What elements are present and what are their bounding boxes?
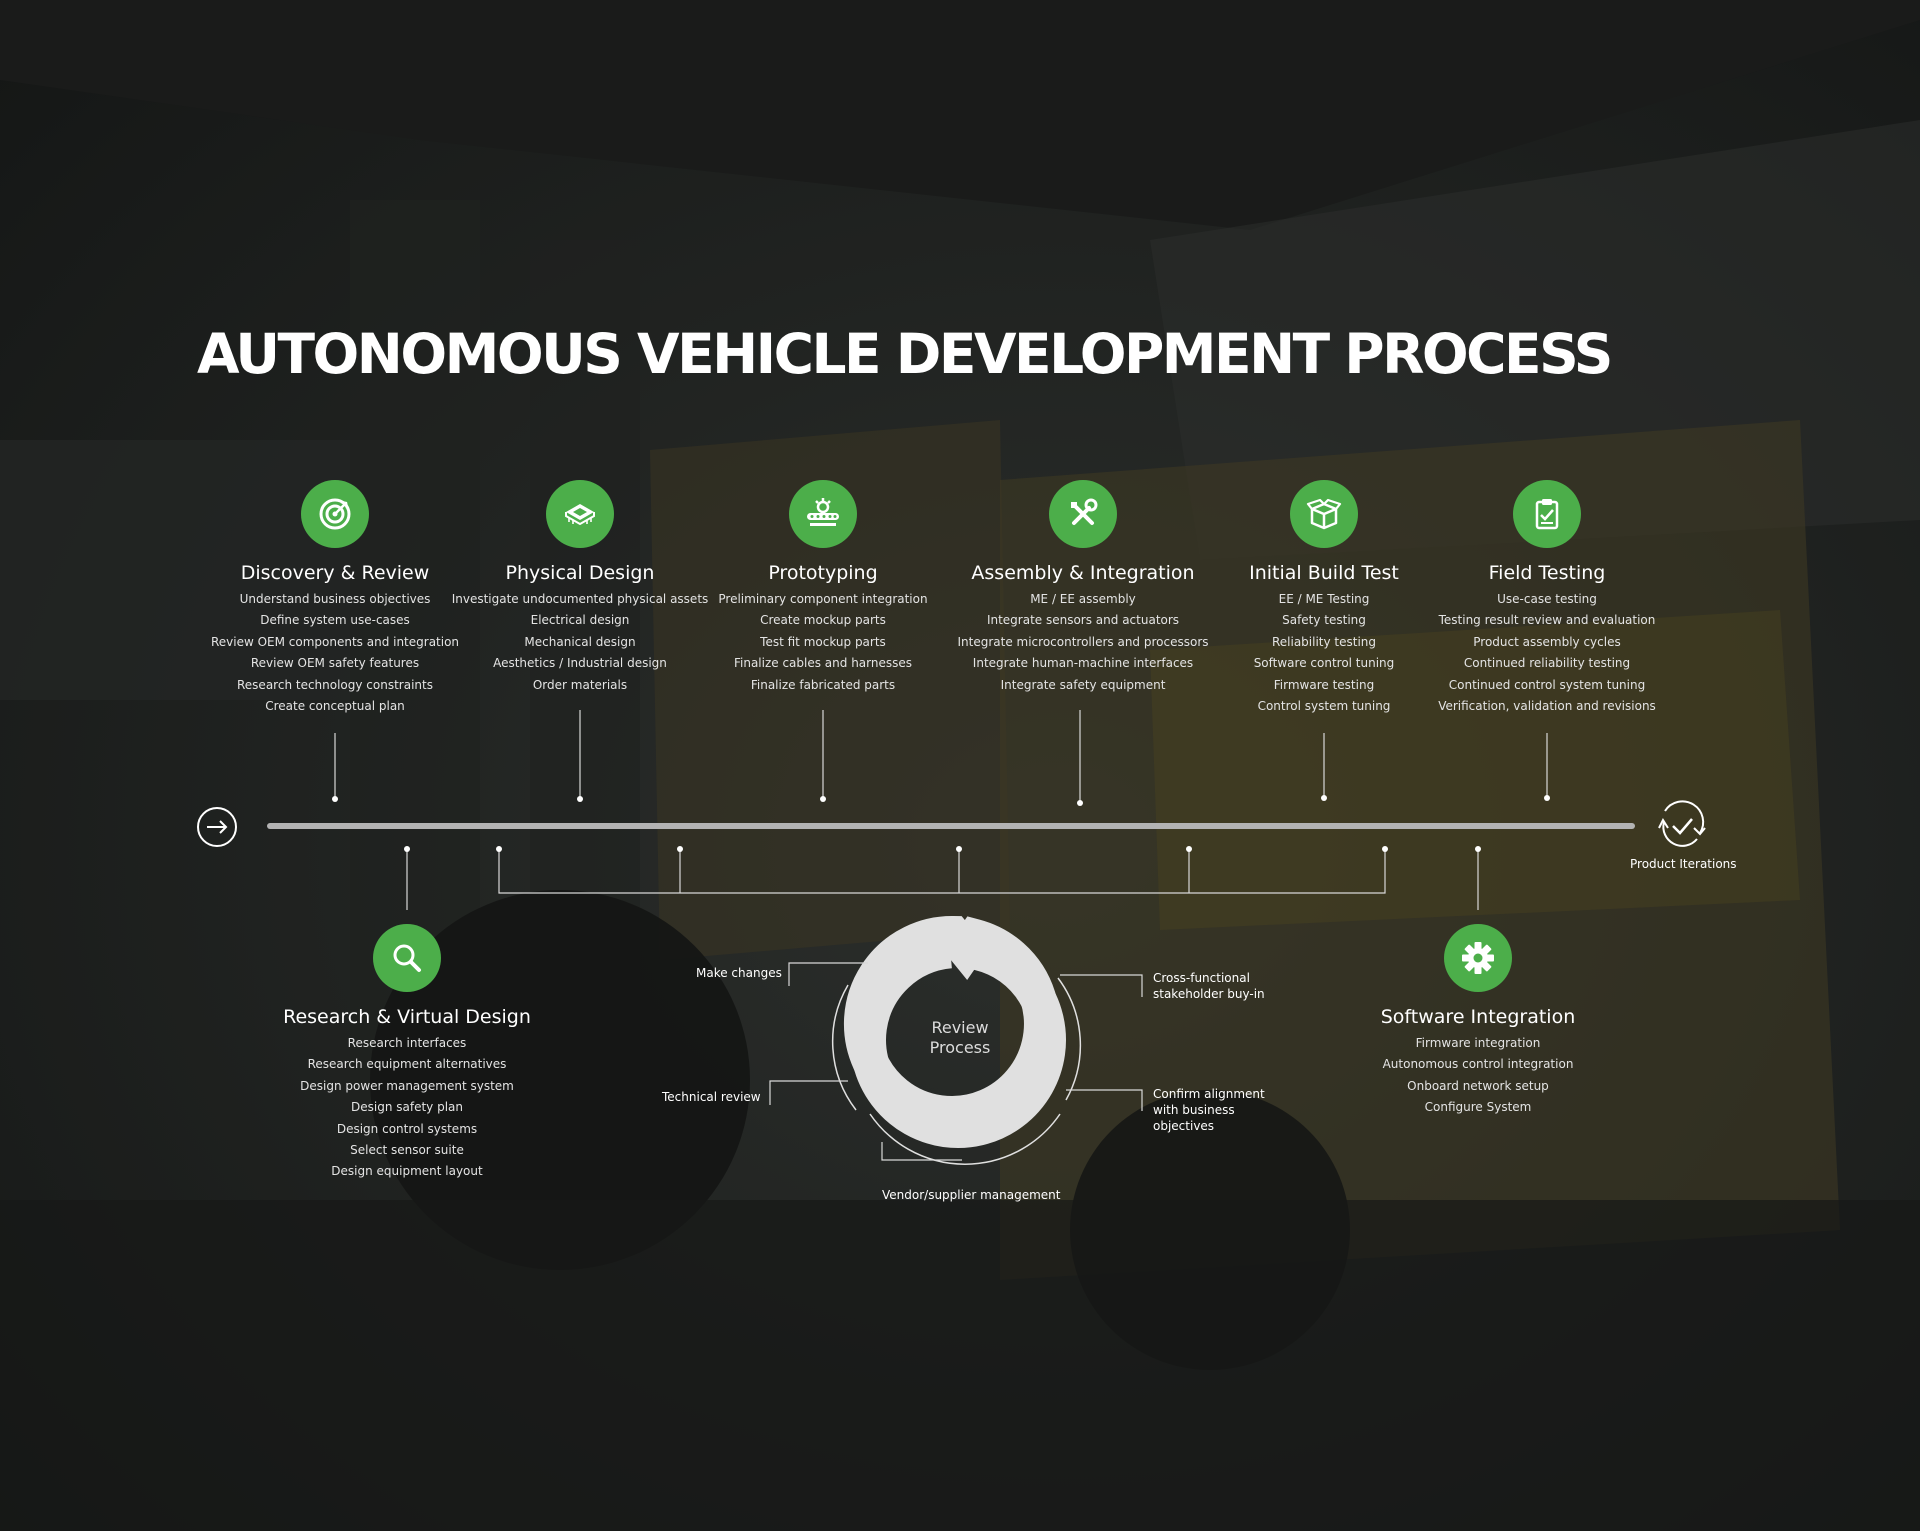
stage-item: Continued reliability testing bbox=[1463, 656, 1631, 671]
stage-item: Mechanical design bbox=[524, 634, 636, 649]
label-line: with business bbox=[1153, 1103, 1235, 1117]
stage-prototyping: Prototyping Preliminary component integr… bbox=[673, 480, 973, 696]
stage-title: Prototyping bbox=[768, 562, 878, 584]
stage-item: Reliability testing bbox=[1271, 634, 1377, 649]
conveyor-icon bbox=[789, 480, 857, 548]
make-changes-label: Make changes bbox=[696, 966, 782, 980]
stage-discovery-review: Discovery & Review Understand business o… bbox=[185, 480, 485, 717]
stage-field-testing: Field Testing Use-case testing Testing r… bbox=[1397, 480, 1697, 717]
stage-item: Configure System bbox=[1424, 1100, 1532, 1115]
stage-item: Design equipment layout bbox=[331, 1164, 483, 1179]
stage-item: Control system tuning bbox=[1257, 699, 1391, 714]
stage-title: Discovery & Review bbox=[240, 562, 430, 584]
top-connectors bbox=[332, 710, 1550, 806]
stage-item: Integrate safety equipment bbox=[1000, 677, 1166, 692]
page-title: AUTONOMOUS VEHICLE DEVELOPMENT PROCESS bbox=[197, 322, 1613, 386]
stage-item: Firmware testing bbox=[1273, 677, 1375, 692]
stage-item: Finalize fabricated parts bbox=[750, 677, 896, 692]
stage-item: Onboard network setup bbox=[1407, 1078, 1549, 1093]
stage-item: Review OEM components and integration bbox=[210, 634, 460, 649]
stage-title: Field Testing bbox=[1488, 562, 1606, 584]
tools-icon bbox=[1049, 480, 1117, 548]
stage-item: Research equipment alternatives bbox=[307, 1057, 507, 1072]
stage-title: Software Integration bbox=[1380, 1006, 1576, 1028]
stage-item: Research technology constraints bbox=[237, 677, 433, 692]
confirm-alignment-label: Confirm alignment with business objectiv… bbox=[1153, 1086, 1265, 1134]
stage-item: Electrical design bbox=[530, 613, 630, 628]
stage-physical-design: Physical Design Investigate undocumented… bbox=[430, 480, 730, 696]
review-process-ring bbox=[831, 915, 1082, 1165]
stage-item: Autonomous control integration bbox=[1382, 1057, 1574, 1072]
stage-item: Verification, validation and revisions bbox=[1438, 699, 1656, 714]
stage-item: Preliminary component integration bbox=[718, 592, 928, 606]
stage-item: Review OEM safety features bbox=[250, 656, 420, 671]
stage-item: Create mockup parts bbox=[760, 613, 886, 628]
stage-item: Finalize cables and harnesses bbox=[733, 656, 913, 671]
label-line: Cross-functional bbox=[1153, 971, 1250, 985]
stage-item: Aesthetics / Industrial design bbox=[493, 656, 667, 671]
stage-item: ME / EE assembly bbox=[1030, 592, 1136, 606]
stage-item: Software control tuning bbox=[1253, 656, 1395, 671]
stage-item: Integrate microcontrollers and processor… bbox=[957, 634, 1209, 649]
stage-item: Define system use-cases bbox=[260, 613, 410, 628]
review-leaders bbox=[769, 962, 1143, 1161]
stage-assembly-integration: Assembly & Integration ME / EE assembly … bbox=[933, 480, 1233, 696]
stage-item: EE / ME Testing bbox=[1278, 592, 1370, 606]
stage-item: Understand business objectives bbox=[239, 592, 431, 606]
arrow-right-icon bbox=[197, 807, 237, 847]
stage-item: Integrate human-machine interfaces bbox=[972, 656, 1194, 671]
label-line: Confirm alignment bbox=[1153, 1087, 1265, 1101]
stage-item: Firmware integration bbox=[1415, 1036, 1541, 1050]
chip-icon bbox=[546, 480, 614, 548]
stage-item: Continued control system tuning bbox=[1448, 677, 1646, 692]
stage-title: Physical Design bbox=[505, 562, 655, 584]
stage-item: Select sensor suite bbox=[350, 1143, 464, 1158]
stage-item: Test fit mockup parts bbox=[760, 634, 886, 649]
review-center-line: Process bbox=[929, 1038, 991, 1057]
technical-review-label: Technical review bbox=[662, 1090, 761, 1104]
stage-item: Investigate undocumented physical assets bbox=[451, 592, 709, 606]
stage-item: Research interfaces bbox=[347, 1036, 467, 1050]
target-icon bbox=[301, 480, 369, 548]
label-line: objectives bbox=[1153, 1119, 1215, 1133]
review-process-center: Review Process bbox=[900, 1018, 1020, 1058]
cycle-check-icon bbox=[1658, 800, 1706, 847]
vendor-management-label: Vendor/supplier management bbox=[882, 1188, 1061, 1202]
stage-initial-build-test: Initial Build Test EE / ME Testing Safet… bbox=[1174, 480, 1474, 717]
bottom-connectors bbox=[404, 846, 1481, 910]
label-line: stakeholder buy-in bbox=[1153, 987, 1265, 1001]
stage-title: Initial Build Test bbox=[1249, 562, 1399, 584]
review-center-line: Review bbox=[931, 1018, 989, 1037]
stage-item: Design power management system bbox=[300, 1078, 514, 1093]
stage-item: Design control systems bbox=[336, 1121, 478, 1136]
stage-item: Testing result review and evaluation bbox=[1438, 613, 1656, 628]
clipboard-check-icon bbox=[1513, 480, 1581, 548]
box-icon bbox=[1290, 480, 1358, 548]
stage-item: Design safety plan bbox=[351, 1100, 463, 1115]
stage-software-integration: Software Integration Firmware integratio… bbox=[1328, 924, 1628, 1119]
stage-title: Research & Virtual Design bbox=[283, 1006, 531, 1028]
stage-item: Integrate sensors and actuators bbox=[986, 613, 1180, 628]
stage-title: Assembly & Integration bbox=[971, 562, 1195, 584]
stage-item: Create conceptual plan bbox=[265, 699, 405, 714]
stage-item: Use-case testing bbox=[1497, 592, 1597, 606]
search-icon bbox=[373, 924, 441, 992]
product-iterations-label: Product Iterations bbox=[1630, 857, 1737, 871]
stage-item: Product assembly cycles bbox=[1473, 634, 1621, 649]
stage-research-virtual-design: Research & Virtual Design Research inter… bbox=[257, 924, 557, 1183]
gear-icon bbox=[1444, 924, 1512, 992]
stage-item: Safety testing bbox=[1282, 613, 1366, 628]
stage-item: Order materials bbox=[532, 677, 628, 692]
cross-functional-label: Cross-functional stakeholder buy-in bbox=[1153, 970, 1265, 1002]
